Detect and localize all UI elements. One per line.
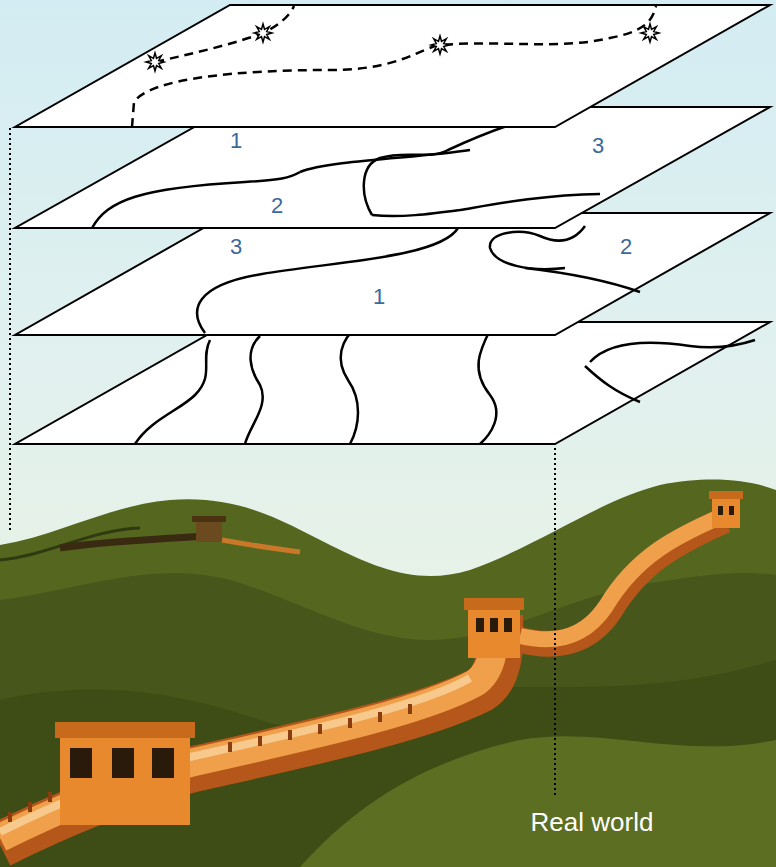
star-symbol xyxy=(146,53,164,71)
region-number: 2 xyxy=(271,195,283,217)
star-symbols xyxy=(146,24,659,71)
region-number: 1 xyxy=(373,286,385,308)
layer-4 xyxy=(15,322,770,444)
layer-3 xyxy=(15,213,770,335)
region-number: 2 xyxy=(620,236,632,258)
region-number: 3 xyxy=(592,135,604,157)
region-number: 1 xyxy=(230,130,242,152)
great-wall xyxy=(0,491,743,845)
landscape xyxy=(0,480,776,867)
region-number: 3 xyxy=(230,236,242,258)
real-world-label: Real world xyxy=(531,809,654,835)
far-wall xyxy=(60,516,300,552)
star-symbol xyxy=(254,24,272,42)
layer-1 xyxy=(15,5,770,127)
star-symbol xyxy=(641,24,659,42)
star-symbol xyxy=(431,36,449,54)
